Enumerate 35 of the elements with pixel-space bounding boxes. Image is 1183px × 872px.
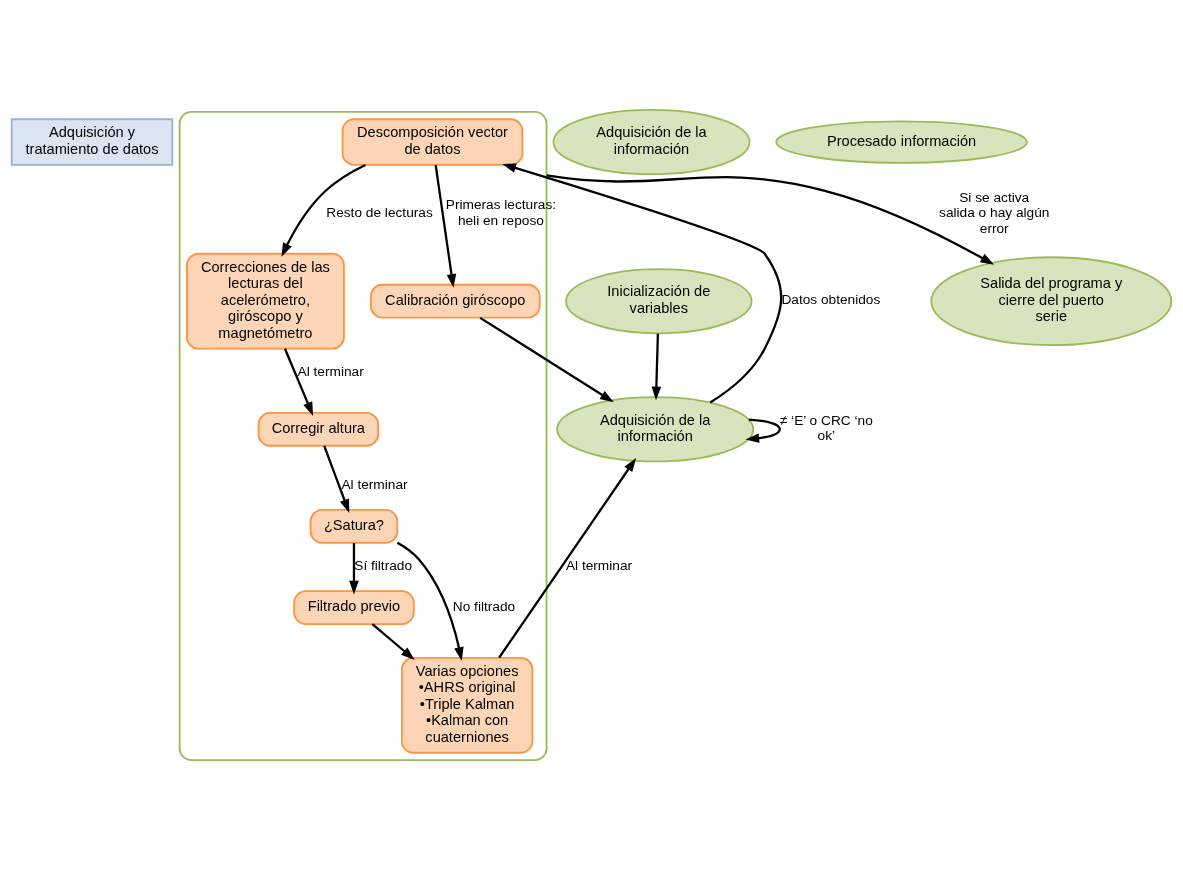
arrow <box>745 418 781 443</box>
edge-label: Al terminar <box>297 364 364 380</box>
edge-label: Al terminar <box>341 476 408 492</box>
node-ellipse: Inicialización de variables <box>565 268 753 335</box>
edge-label: Sí filtrado <box>354 558 413 574</box>
arrow <box>434 165 457 288</box>
node-box: ¿Satura? <box>309 509 399 544</box>
arrow <box>283 348 314 416</box>
node-box: Varias opciones •AHRS original •Triple Kalman •Kalman con cuaterniones <box>400 656 534 754</box>
node-box: Descomposición vector de datos <box>341 118 524 166</box>
arrow <box>546 174 995 265</box>
arrow <box>396 541 464 661</box>
edge-label: No filtrado <box>452 598 516 614</box>
node-ellipse: Procesado información <box>775 120 1028 164</box>
arrow <box>349 543 359 595</box>
arrow <box>479 316 614 403</box>
node-box: Correcciones de las lecturas del acelerómetro, giróscopo y magnetómetro <box>186 252 345 350</box>
node-box: Filtrado previo <box>293 590 415 625</box>
arrow <box>371 623 415 660</box>
arrow <box>502 163 783 404</box>
node-ellipse: Adquisición de la información <box>556 396 755 463</box>
arrow <box>651 333 662 401</box>
node-box: Corregir altura <box>257 411 380 447</box>
edge-label: Resto de lecturas <box>326 205 433 221</box>
edge-label: Al terminar <box>565 558 633 574</box>
arrow <box>323 445 350 513</box>
edge-label: ≠ ‘E’ o CRC ‘no ok’ <box>779 412 873 444</box>
node-ellipse: Adquisición de la información <box>552 109 751 176</box>
arrow <box>281 163 366 257</box>
node-ellipse: Salida del programa y cierre del puerto serie <box>930 256 1173 347</box>
node-box: Calibración giróscopo <box>369 283 541 319</box>
node-box: Adquisición y tratamiento de datos <box>10 118 174 166</box>
edge-label: Si se activa salida o hay algún error <box>939 189 1050 236</box>
edge-label: Datos obtenidos <box>781 292 881 308</box>
arrow <box>498 458 637 659</box>
